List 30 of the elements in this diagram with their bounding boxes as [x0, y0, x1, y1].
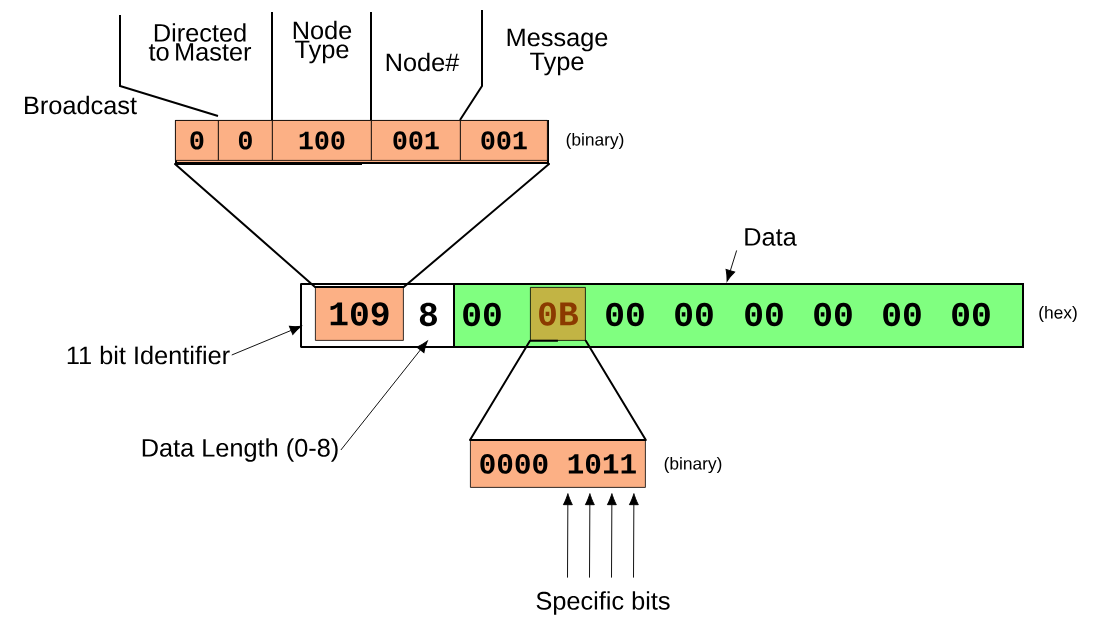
callout-label: 11 bit Identifier [67, 345, 230, 365]
arrow [584, 493, 595, 579]
data-label: Data [745, 228, 797, 246]
field-label: Node# [386, 52, 460, 72]
leader-line [725, 249, 738, 282]
unit-label: (hex) [1039, 305, 1077, 323]
expansion-lines [469, 339, 647, 441]
leader-line [340, 340, 428, 451]
arrow [562, 493, 573, 579]
binary-byte-box: 0000 1011 [470, 440, 646, 488]
bit-cell: 001 [371, 120, 461, 161]
identifier-box: 109 [315, 287, 404, 341]
expansion-lines [174, 163, 550, 288]
field-label: Broadcast [25, 95, 137, 115]
leader-line [231, 325, 302, 356]
field-label: Directed to Master [148, 23, 252, 61]
data-byte-box: 0B [530, 287, 586, 341]
arrow [606, 493, 617, 579]
callout-label: Specific bits [536, 591, 670, 615]
unit-label: (binary) [566, 132, 624, 150]
bit-cell: 0 [218, 120, 273, 161]
bit-cell: 001 [460, 120, 548, 161]
callout-label: Data Length (0-8) [142, 438, 338, 462]
bit-cell: 100 [272, 120, 372, 161]
arrow [628, 493, 639, 579]
bit-cell: 0 [175, 120, 219, 161]
field-label: Node Type [293, 20, 352, 64]
field-label: Message Type [507, 28, 608, 76]
length-digit: 8 [408, 290, 449, 339]
unit-label: (binary) [664, 456, 722, 474]
